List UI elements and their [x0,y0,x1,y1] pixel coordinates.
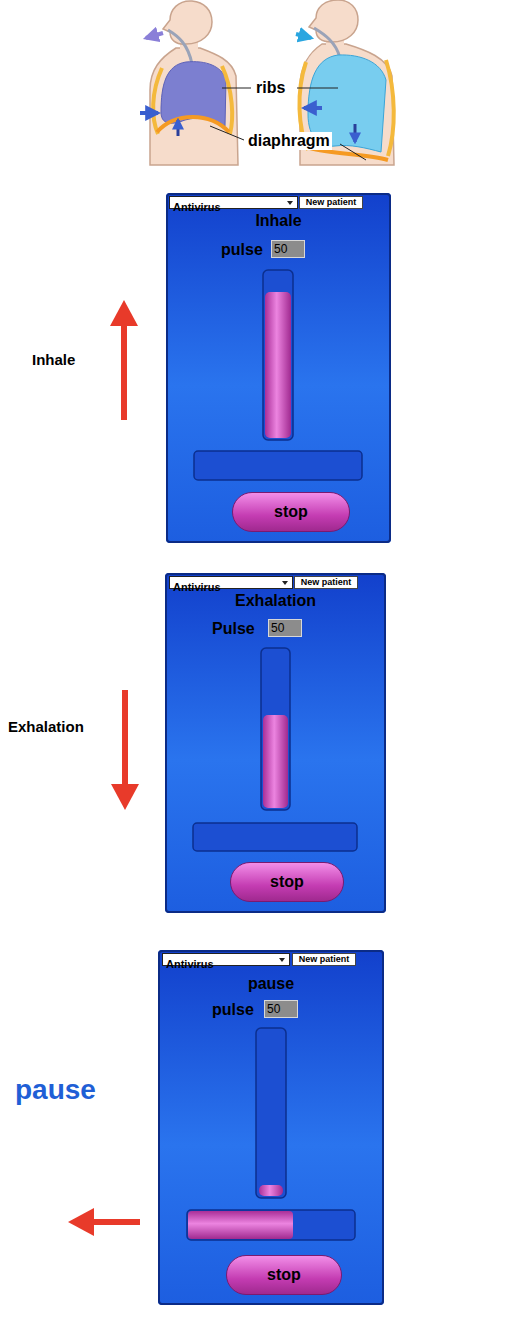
dropdown-arrow [279,958,285,962]
horizontal-gauge [187,1210,355,1240]
diaphragm-arrow [354,124,357,142]
control-panel: AntivirusNew patientpulse50stopInhale [166,193,391,543]
panel-graphics [166,193,391,543]
head [163,1,212,44]
stop-button: stop [232,492,350,532]
head [309,0,358,42]
pulse-field: Pulse 50 [212,619,322,639]
horizontal-gauge [194,451,362,480]
part-label: diaphragm [246,132,332,150]
horizontal-gauge [193,823,357,851]
figure-exhale [140,1,238,165]
left-arrowhead [68,1208,94,1236]
airway [168,30,192,64]
phase-label: Inhale [30,351,77,368]
phase-label: pause [13,1074,98,1106]
new-patient-button: New patient [299,196,363,209]
panel-ground [158,950,384,1305]
leader-lines [210,88,366,160]
panel-ground [165,573,386,913]
breath-arrow [296,34,311,38]
up-arrowhead [110,300,138,326]
control-panel: AntivirusNew patientPulse50stopExhalatio… [165,573,386,913]
pulse-value: 50 [264,1000,298,1018]
leader-line [297,88,338,89]
button-text: New patient [295,577,357,588]
leader-line [210,126,244,140]
breath-arrow [146,33,163,38]
stop-button: stop [226,1255,342,1295]
left-arrow [90,1219,140,1225]
pulse-value: 50 [268,619,302,637]
leader-line [222,88,251,89]
panel-title: pause [160,974,382,993]
gauge-fill [188,1211,293,1239]
select-text: Antivirus [163,959,214,970]
pulse-label: Pulse [212,619,255,638]
vertical-gauge [256,1028,286,1198]
down-arrow [122,690,128,788]
torso [150,48,238,165]
dropdown-select: Antivirus [169,196,298,209]
airway [314,28,340,58]
phase-label: Exhalation [6,718,86,735]
rib-arrow [140,111,158,115]
panel-graphics [158,950,384,1305]
part-label: ribs [254,79,287,97]
leader-line [340,144,366,160]
stop-button: stop [230,862,344,902]
up-arrow [121,322,127,420]
select-text: Antivirus [170,582,221,593]
gauge-fill [263,715,288,808]
gauge-fill [265,292,291,438]
pulse-value: 50 [271,240,305,258]
pulse-field: pulse 50 [212,1000,322,1020]
button-text: stop [227,1256,341,1294]
select-text: Antivirus [170,202,221,213]
dropdown-select: Antivirus [169,576,293,589]
button-text: stop [231,863,343,901]
dropdown-select: Antivirus [162,953,290,966]
dropdown-arrow [282,581,288,585]
ribs [153,66,232,134]
button-text: New patient [300,197,362,208]
rib-arrow [304,106,322,110]
pulse-label: pulse [221,240,263,259]
panel-graphics [165,573,386,913]
panel-title: Exhalation [167,591,384,610]
new-patient-button: New patient [294,576,358,589]
button-text: stop [233,493,349,531]
button-text: New patient [293,954,355,965]
panel-ground [166,193,391,543]
vertical-gauge [263,270,293,440]
pulse-label: pulse [212,1000,254,1019]
panel-title: Inhale [168,211,389,230]
control-panel: AntivirusNew patientpulse50stoppause [158,950,384,1305]
diaphragm-arrow [177,120,180,136]
pulse-field: pulse 50 [221,240,331,260]
gauge-fill [259,1185,283,1196]
down-arrowhead [111,784,139,810]
new-patient-button: New patient [292,953,356,966]
dropdown-arrow [287,201,293,205]
vertical-gauge [261,648,290,810]
